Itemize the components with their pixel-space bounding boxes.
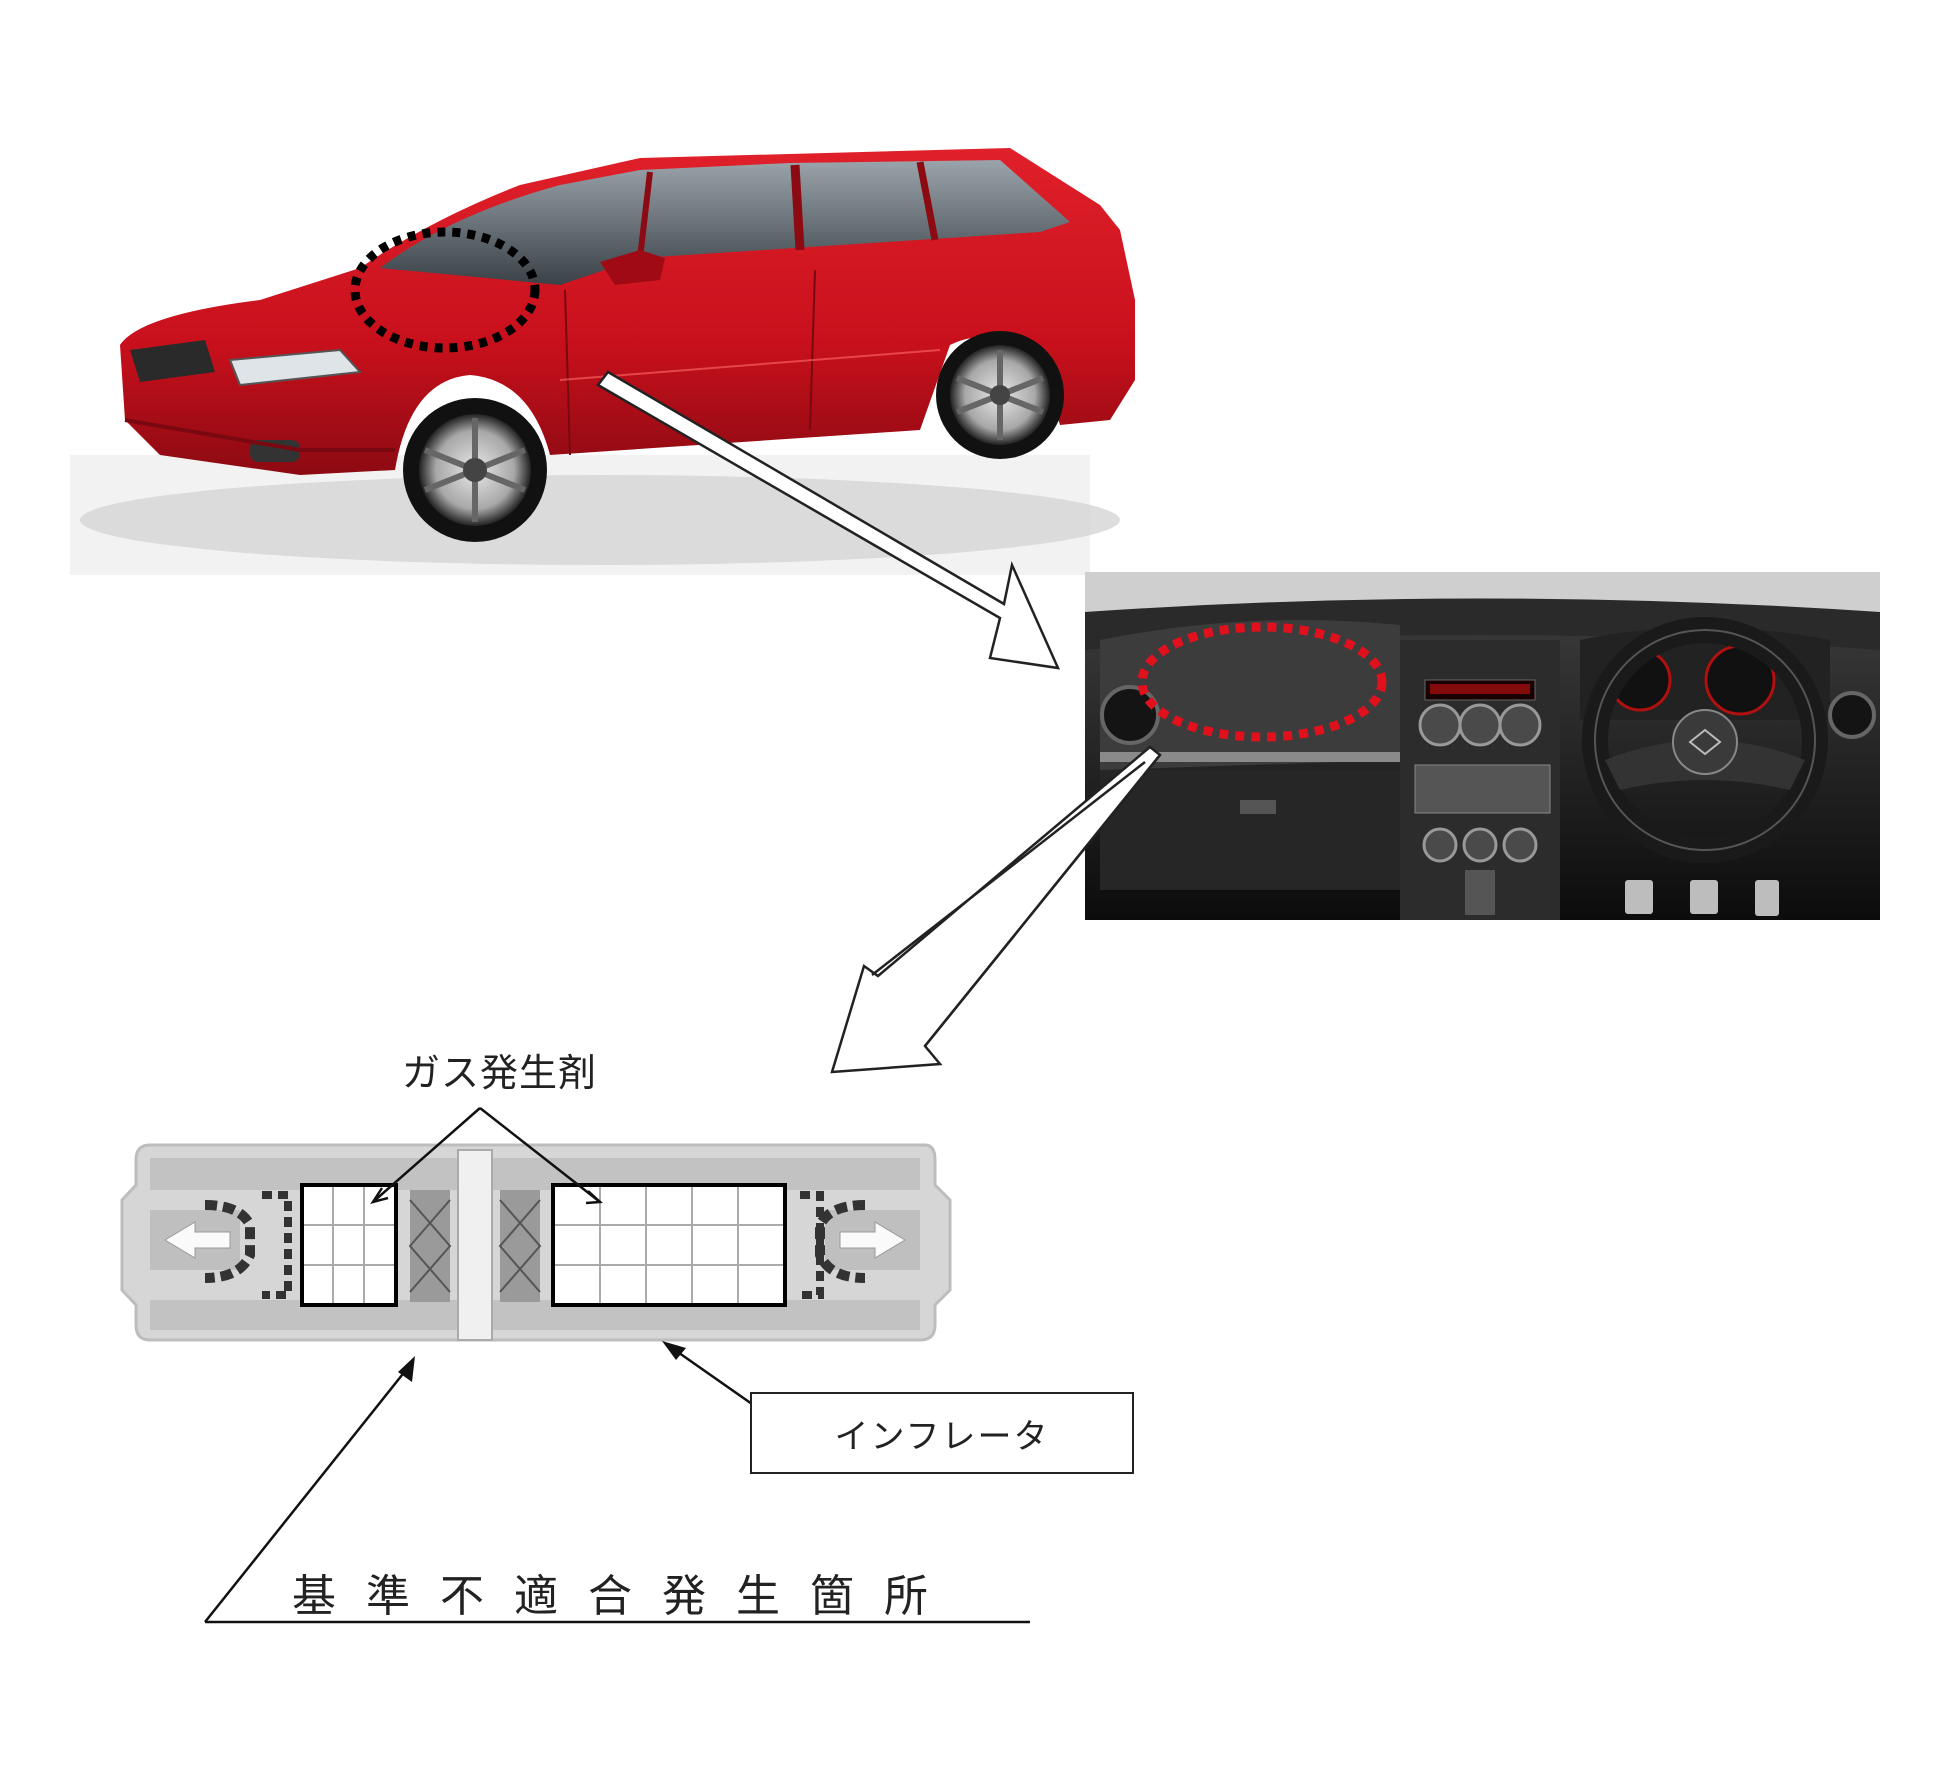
- arrow-car-to-dashboard: [596, 370, 1061, 670]
- inflator-label-box: インフレータ: [750, 1392, 1134, 1474]
- inflator-label: インフレータ: [834, 1416, 1050, 1457]
- gas-generant-pointers: [370, 1107, 603, 1205]
- defect-location-label: 基準不適合発生箇所: [292, 1571, 958, 1622]
- gas-generant-label: ガス発生剤: [402, 1051, 598, 1095]
- airbag-highlight-ellipse: [1137, 622, 1387, 742]
- defect-pointer: [204, 1356, 1030, 1624]
- car-photo: [70, 148, 1135, 575]
- inflator-pointer: [662, 1341, 753, 1406]
- dashboard-photo: [1085, 572, 1880, 920]
- car-highlight-circle: [350, 227, 540, 353]
- inflator-cross-section: [120, 1143, 952, 1342]
- arrow-dashboard-to-inflator: [830, 745, 1162, 1074]
